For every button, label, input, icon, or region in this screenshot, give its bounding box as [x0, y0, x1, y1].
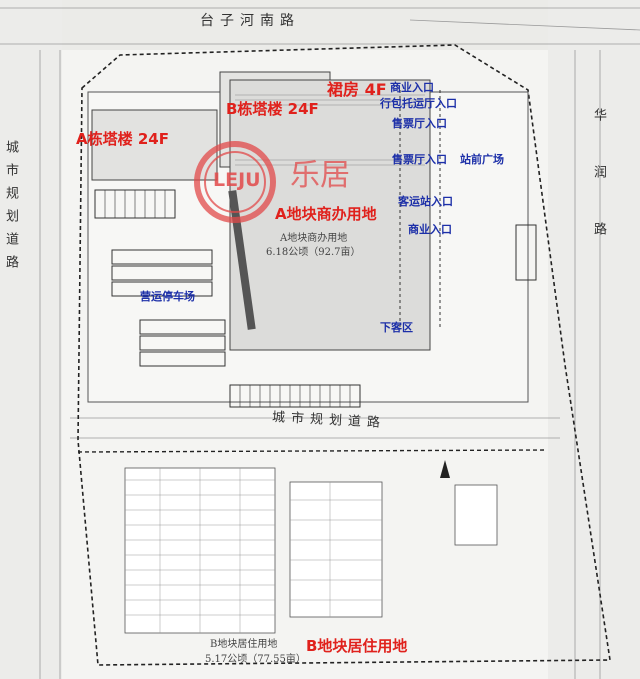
station-plaza-label: 站前广场 — [460, 153, 504, 166]
commercial-entrance-1: 商业入口 — [390, 81, 434, 94]
parcel-a-area: 6.18公顷（92.7亩） — [266, 247, 361, 258]
commercial-entrance-2: 商业入口 — [408, 223, 452, 236]
bus-parking-label: 营运停车场 — [140, 290, 195, 303]
parcel-a-name: A地块商办用地 — [280, 233, 348, 244]
drop-off-area: 下客区 — [380, 321, 413, 334]
leju-logo-text: 乐居 — [290, 158, 350, 193]
parcel-a-title: A地块商办用地 — [275, 205, 377, 223]
leju-logo: LEJU — [213, 169, 261, 191]
tower-b-label: B栋塔楼 24F — [226, 100, 319, 118]
road-west: 城市规划道路 — [3, 140, 18, 278]
tower-a-label: A栋塔楼 24F — [76, 130, 169, 148]
passenger-station-entrance: 客运站入口 — [398, 195, 453, 208]
ticket-hall-entrance-2: 售票厅入口 — [392, 153, 447, 166]
parcel-b-area: 5.17公顷（77.55亩） — [205, 654, 306, 665]
ticket-hall-entrance-1: 售票厅入口 — [392, 117, 447, 130]
podium-label: 裙房 4F — [327, 80, 387, 99]
road-north: 台子河南路 — [200, 13, 300, 29]
leju-logo-mark — [194, 141, 276, 223]
road-east: 华润路 — [591, 108, 606, 279]
parcel-b-title: B地块居住用地 — [306, 637, 408, 655]
parcel-hall-entrance: 行包托运厅入口 — [380, 97, 457, 110]
parcel-b-name: B地块居住用地 — [210, 639, 278, 650]
